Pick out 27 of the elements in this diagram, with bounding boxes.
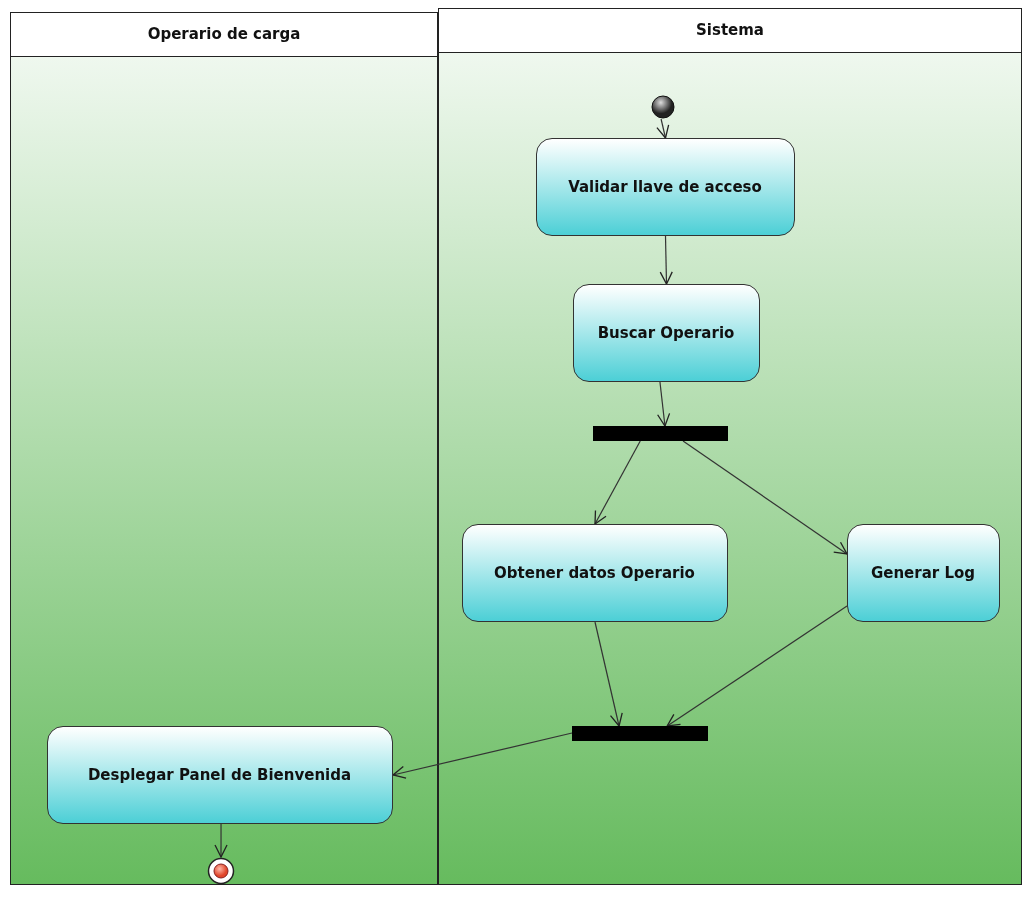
- final-node: [206, 856, 235, 885]
- action-label: Generar Log: [870, 563, 976, 582]
- action-box: [46, 725, 393, 824]
- action-box: [846, 523, 1000, 622]
- action-label: Buscar Operario: [597, 323, 735, 342]
- action-label: Validar llave de acceso: [568, 177, 762, 196]
- sync-bar: [571, 725, 708, 741]
- action-label: Desplegar Panel de Bienvenida: [87, 765, 352, 784]
- arrow: [392, 732, 573, 779]
- lane-title: Operario de carga: [146, 25, 302, 43]
- arrow: [656, 118, 670, 139]
- sync-bar: [592, 425, 728, 441]
- lane-title: Sistema: [695, 21, 765, 39]
- initial-node: [650, 94, 675, 119]
- swimlane: [10, 12, 438, 885]
- arrow: [657, 381, 671, 427]
- arrow: [666, 605, 848, 727]
- action-box: [461, 523, 728, 622]
- action-box: [572, 283, 760, 382]
- swimlane: [438, 8, 1022, 885]
- arrow: [682, 440, 848, 555]
- action-label: Obtener datos Operario: [494, 563, 695, 582]
- arrow: [594, 621, 623, 727]
- arrow: [214, 823, 228, 858]
- action-box: [535, 137, 795, 236]
- arrow: [594, 440, 641, 525]
- arrow: [659, 235, 673, 285]
